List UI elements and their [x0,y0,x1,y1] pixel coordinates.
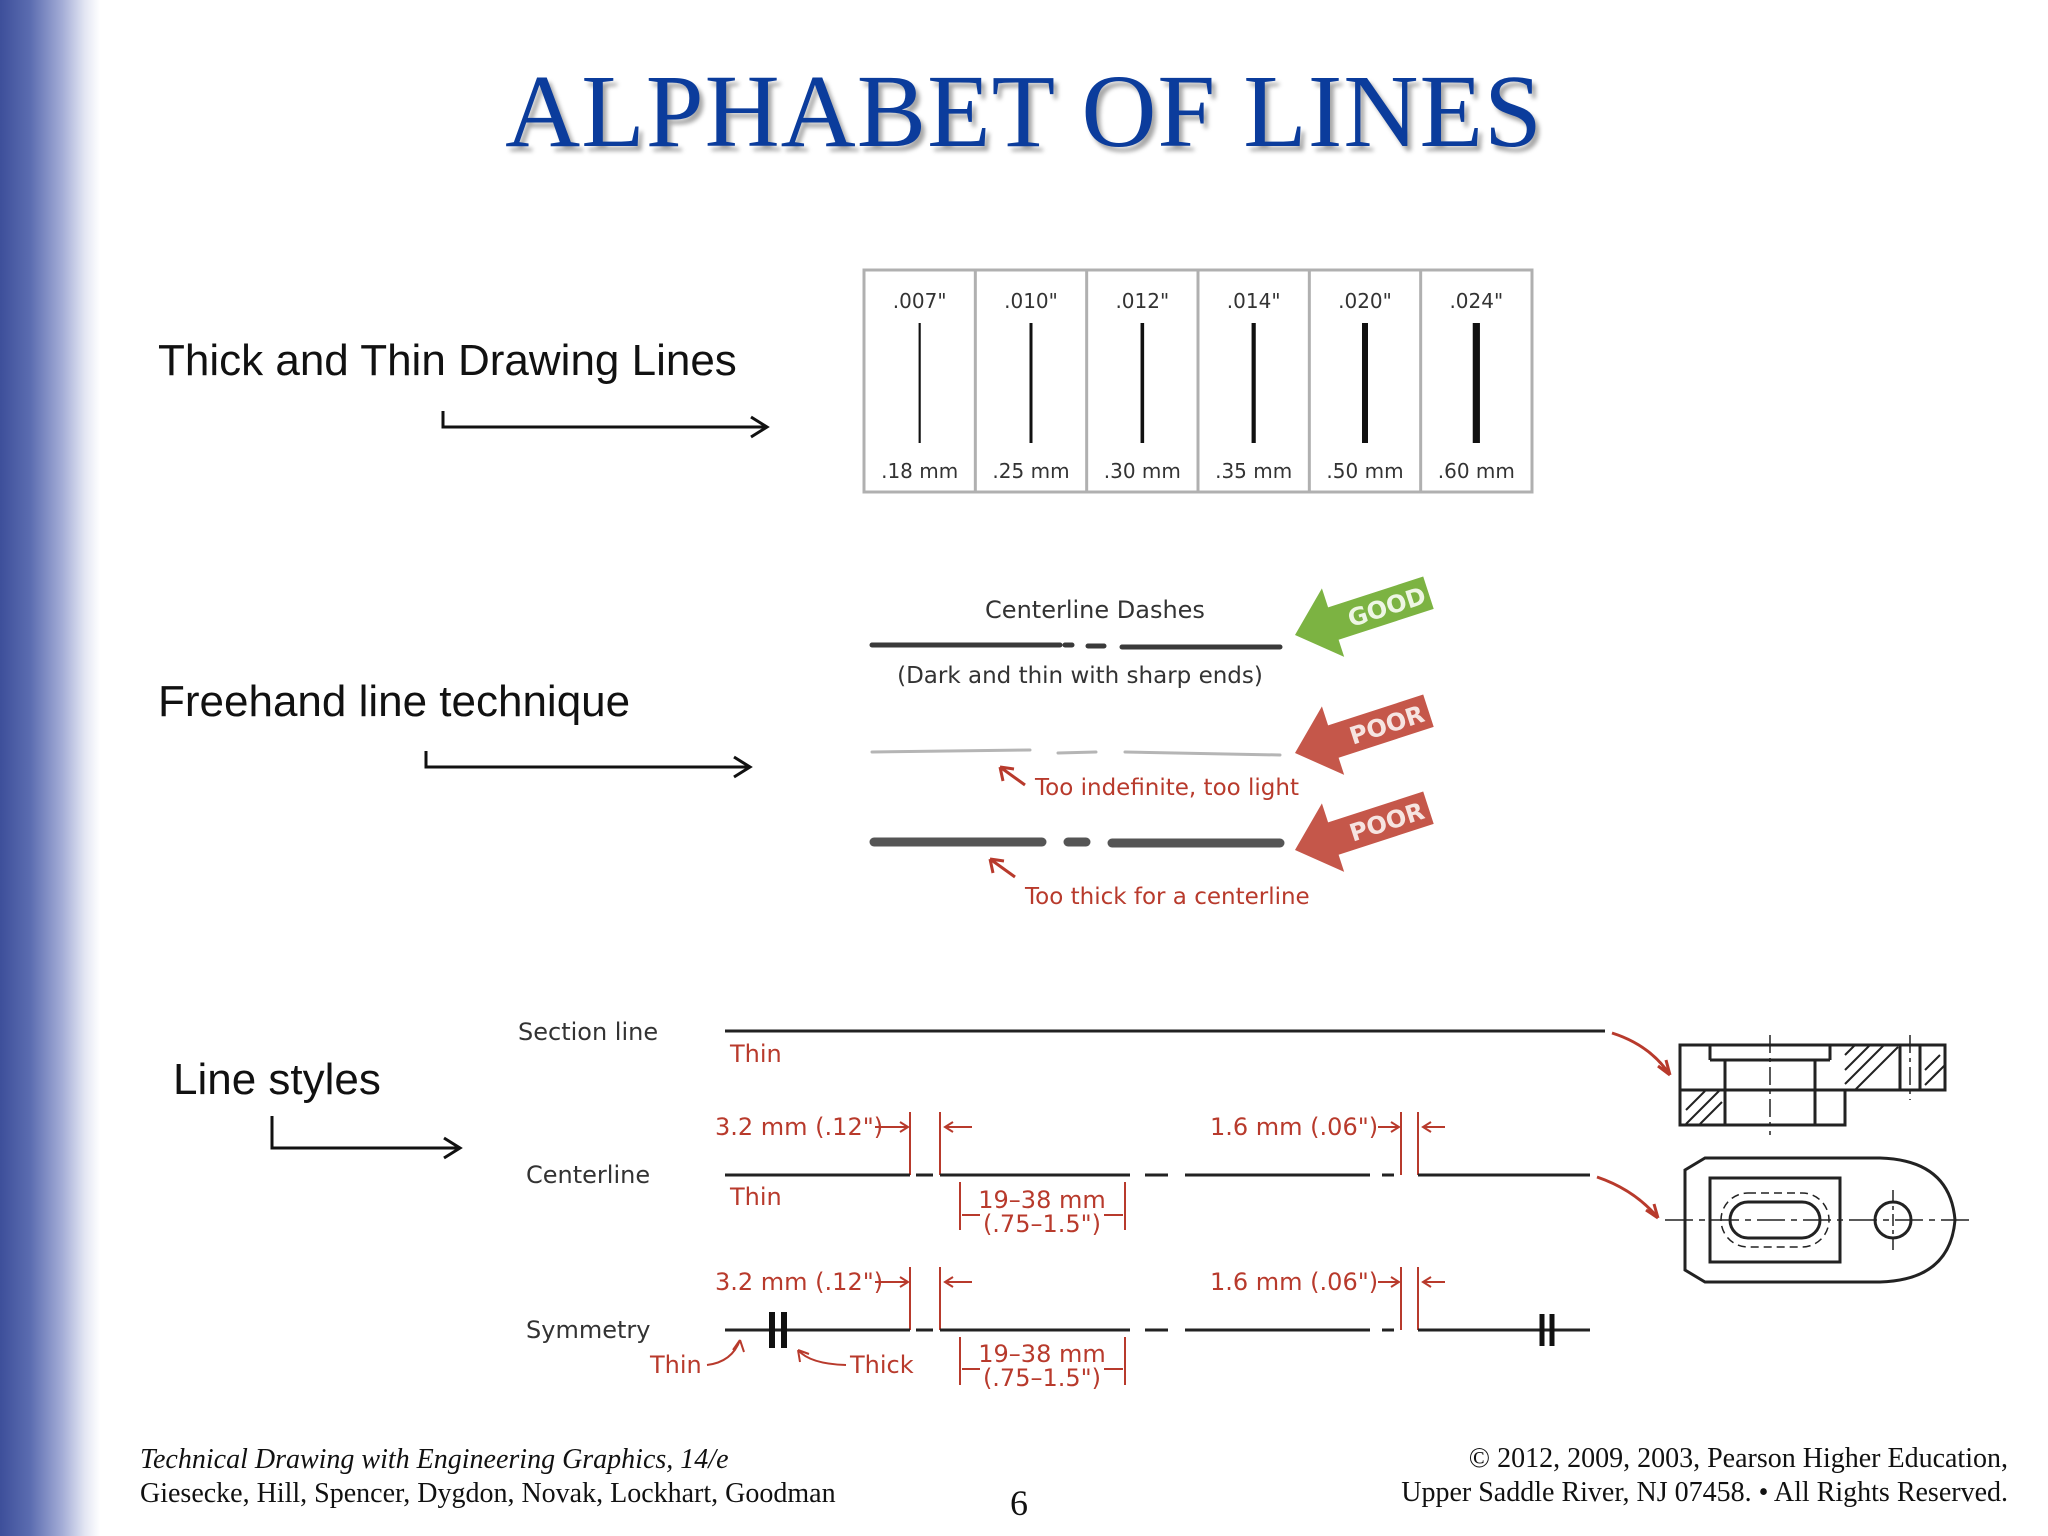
centerline-long-gap-dim: 3.2 mm (.12") [715,1113,883,1141]
rights-line: Upper Saddle River, NJ 07458. • All Righ… [1401,1477,2008,1508]
symmetry-label: Symmetry [526,1316,650,1344]
arrow-icon [270,1116,463,1160]
section-label-line-styles: Line styles [173,1055,381,1104]
centerline-thin-label: Thin [729,1183,782,1211]
thickness-inch-label: .024" [1449,289,1503,313]
arrow-icon [1611,1031,1672,1077]
top-view-drawing [1665,1156,1975,1284]
symmetry-thin-label: Thin [649,1351,702,1379]
poor-caption-light: Too indefinite, too light [1034,775,1299,801]
copyright-line: © 2012, 2009, 2003, Pearson Higher Educa… [1468,1443,2008,1474]
centerline-dash-length-mm: 19–38 mm [978,1186,1105,1214]
thickness-inch-label: .007" [893,289,947,313]
book-title: Technical Drawing with Engineering Graph… [140,1444,729,1475]
section-label-thick-thin: Thick and Thin Drawing Lines [158,336,737,385]
arrow-icon [998,765,1026,787]
arrow-icon [441,411,770,439]
page-number: 6 [1010,1483,1028,1523]
page-title: ALPHABET OF LINES [505,54,1543,169]
thickness-inch-label: .014" [1227,289,1281,313]
good-caption: (Dark and thin with sharp ends) [897,663,1263,689]
thickness-mm-label: .30 mm [1104,459,1181,483]
thickness-mm-label: .18 mm [881,459,958,483]
symmetry-dash-length-in: (.75–1.5") [983,1364,1101,1392]
symmetry-long-gap-dim: 3.2 mm (.12") [715,1268,883,1296]
book-authors: Giesecke, Hill, Spencer, Dygdon, Novak, … [140,1478,836,1509]
line-styles-figure: Section line Thin 3.2 mm (.12") 1.6 mm (… [518,1018,1975,1392]
section-view-drawing [1678,1035,1947,1135]
thickness-inch-label: .020" [1338,289,1392,313]
centerline-short-gap-dim: 1.6 mm (.06") [1210,1113,1378,1141]
section-label-freehand: Freehand line technique [158,677,631,726]
thickness-mm-label: .25 mm [992,459,1069,483]
section-line-label: Section line [518,1018,658,1046]
symmetry-mark-right [1539,1314,1555,1346]
poor-badge-1: POOR [1295,694,1434,775]
centerline-dash-length-in: (.75–1.5") [983,1210,1101,1238]
good-centerline [869,642,1283,650]
arrow-icon [988,857,1016,879]
thickness-mm-label: .35 mm [1215,459,1292,483]
line-thickness-table: .007" .18 mm .010" .25 mm .012" .30 mm .014" .3… [862,268,1534,494]
poor-caption-thick: Too thick for a centerline [1024,884,1310,910]
poor-thick-centerline [869,837,1285,848]
symmetry-mark-left [769,1312,787,1348]
arrow-icon [424,751,753,779]
poor-light-centerline [870,748,1282,757]
thickness-mm-label: .50 mm [1326,459,1403,483]
good-badge: GOOD [1295,576,1434,657]
sidebar-gradient [0,0,100,1536]
freehand-technique-figure: Centerline Dashes (Dark and thin with sh… [869,576,1434,910]
centerline-label: Centerline [526,1161,650,1189]
symmetry-short-gap-dim: 1.6 mm (.06") [1210,1268,1378,1296]
symmetry-dash-length-mm: 19–38 mm [978,1340,1105,1368]
section-thin-label: Thin [729,1040,782,1068]
arrow-icon [1596,1175,1660,1220]
poor-badge-2: POOR [1295,791,1434,872]
thickness-inch-label: .010" [1004,289,1058,313]
symmetry-thick-label: Thick [849,1351,914,1379]
centerline-dashes-heading: Centerline Dashes [985,596,1205,624]
thickness-mm-label: .60 mm [1438,459,1515,483]
thickness-inch-label: .012" [1115,289,1169,313]
